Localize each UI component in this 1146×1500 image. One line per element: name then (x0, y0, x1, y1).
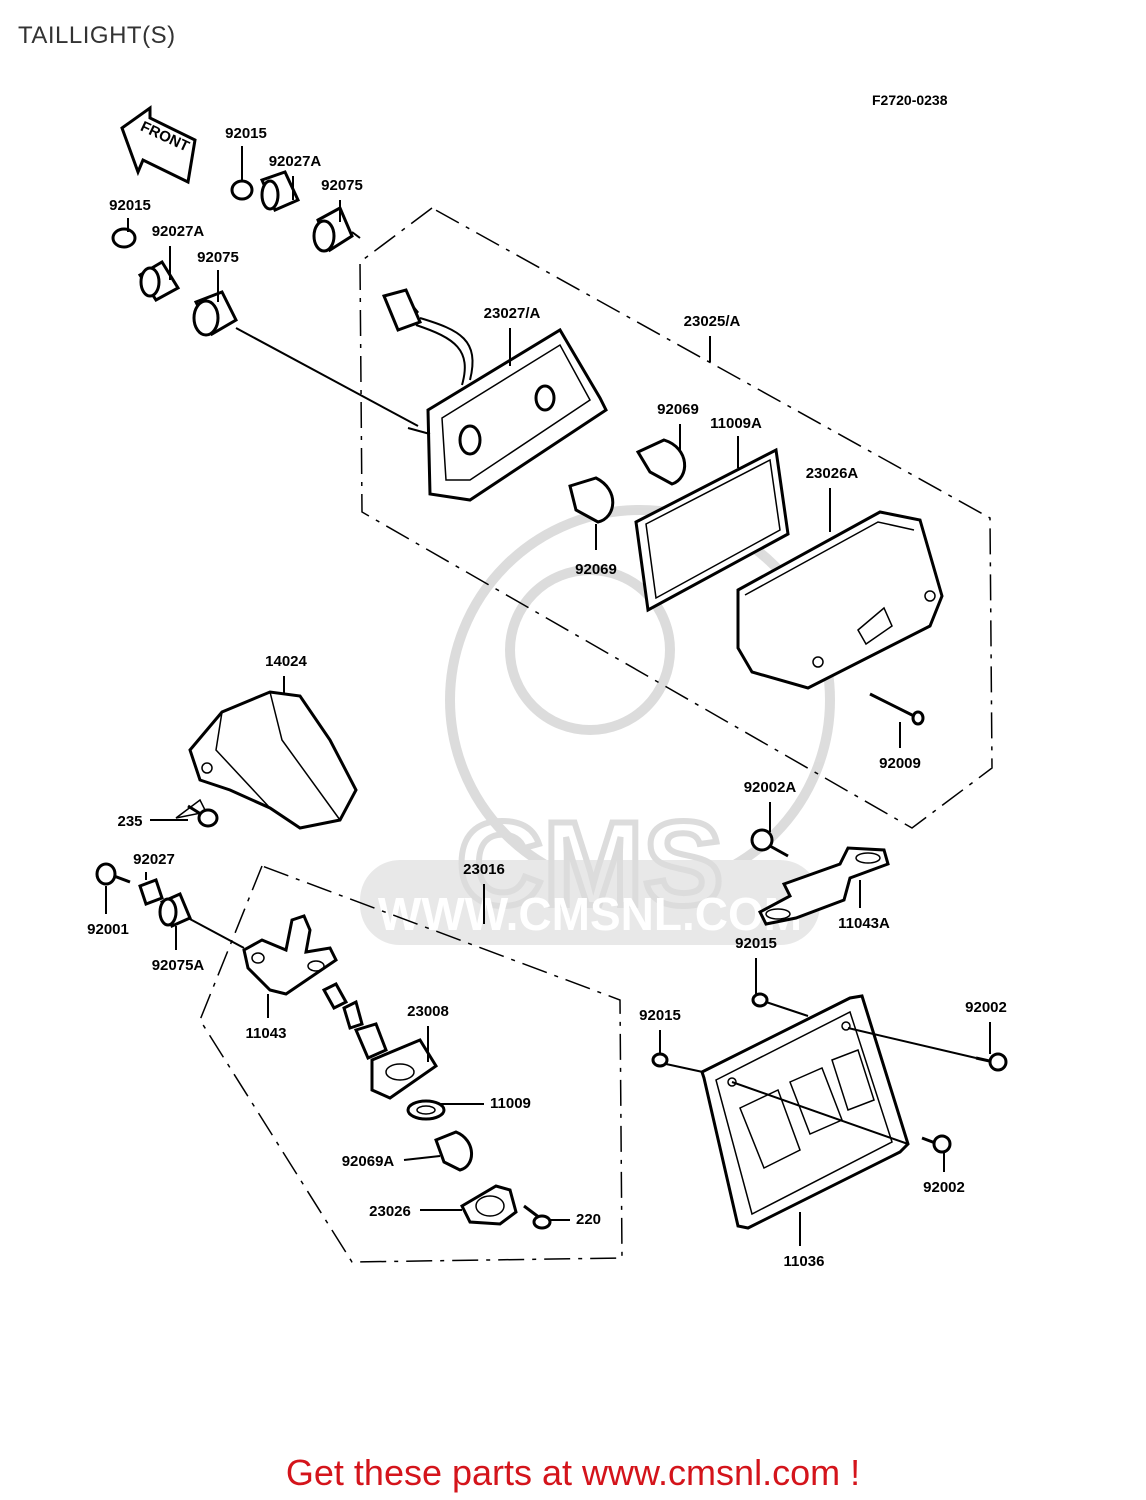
bulb-92069a (434, 1130, 473, 1172)
grommet-set-top (230, 170, 361, 253)
grommet-set-left (111, 227, 419, 427)
callout-label: 11009 (490, 1095, 531, 1112)
callout-label: 92075 (197, 249, 239, 266)
bolt-grommet-set-lower (95, 862, 245, 949)
lens-23026a (736, 510, 944, 690)
callout-label: 23026A (806, 465, 859, 482)
footer-link-text[interactable]: Get these parts at www.cmsnl.com ! (285, 1452, 861, 1493)
bolt-92002-upper (847, 1027, 1008, 1072)
callout-label: 23027/A (484, 305, 541, 322)
callout-label: 92015 (735, 935, 777, 952)
callout-label: 92075 (321, 177, 363, 194)
callout-label: 23026 (369, 1203, 411, 1220)
callout-label: 23008 (407, 1003, 449, 1020)
callout-label: 23016 (463, 861, 505, 878)
callout-label: 92001 (87, 921, 129, 938)
callout-label: 92015 (639, 1007, 681, 1024)
watermark-url: WWW.CMSNL.COM (378, 888, 802, 940)
callout-label: 92015 (109, 197, 151, 214)
figure-code: F2720-0238 (872, 92, 948, 108)
screw-92009 (869, 692, 925, 726)
taillight-base (381, 288, 608, 502)
bolt-92002-lower (921, 1134, 952, 1154)
callout-label: 92027 (133, 851, 175, 868)
callout-label: 92027A (269, 153, 322, 170)
callout-label: 92009 (879, 755, 921, 772)
callout-label: 14024 (265, 653, 307, 670)
callout-label: 92002 (965, 999, 1007, 1016)
callout-label: 92002 (923, 1179, 965, 1196)
callout-label: 11043A (838, 915, 890, 932)
watermark-brand: CMS (457, 797, 724, 931)
nut-92015-right (751, 992, 809, 1017)
callout-label: 92015 (225, 125, 267, 142)
lens-23026 (460, 1184, 518, 1226)
bracket-11043 (242, 914, 338, 996)
callout-label: 92002A (744, 779, 797, 796)
bulb-92069-upper (635, 438, 687, 486)
callout-label: 235 (117, 813, 142, 830)
front-arrow: FRONT (120, 105, 197, 185)
gasket-11009 (406, 1099, 446, 1121)
callout-label: 92075A (152, 957, 205, 974)
callout-label: 11009A (710, 415, 762, 432)
callout-label: 92069 (657, 401, 699, 418)
bolt-92002a (750, 828, 789, 858)
socket-23008 (321, 982, 439, 1100)
callout-label: 220 (576, 1211, 601, 1228)
callout-label: 11043 (246, 1025, 287, 1042)
page-title: TAILLIGHT(S) (18, 22, 176, 49)
license-light-assembly-box (199, 865, 623, 1263)
callout-label: 92027A (152, 223, 205, 240)
callout-label: 92069 (575, 561, 617, 578)
callout-label: 23025/A (684, 313, 741, 330)
screw-220 (523, 1204, 552, 1230)
gasket-11009a (634, 447, 790, 613)
callout-label: 92069A (342, 1153, 395, 1170)
callout-labels: 92015 92027A 92075 92015 92027A 92075 23… (87, 125, 1007, 1270)
leader-lines (105, 146, 991, 1246)
bracket-11043a (758, 846, 890, 926)
callout-label: 11036 (784, 1253, 825, 1270)
license-plate-bracket-11036 (700, 994, 910, 1230)
screw-235 (187, 804, 219, 828)
bulb-92069-lower (568, 476, 615, 524)
reflector-cover-14024 (175, 690, 358, 830)
watermark-logo: CMS WWW.CMSNL.COM (360, 505, 835, 945)
taillight-assembly-box (359, 207, 993, 829)
